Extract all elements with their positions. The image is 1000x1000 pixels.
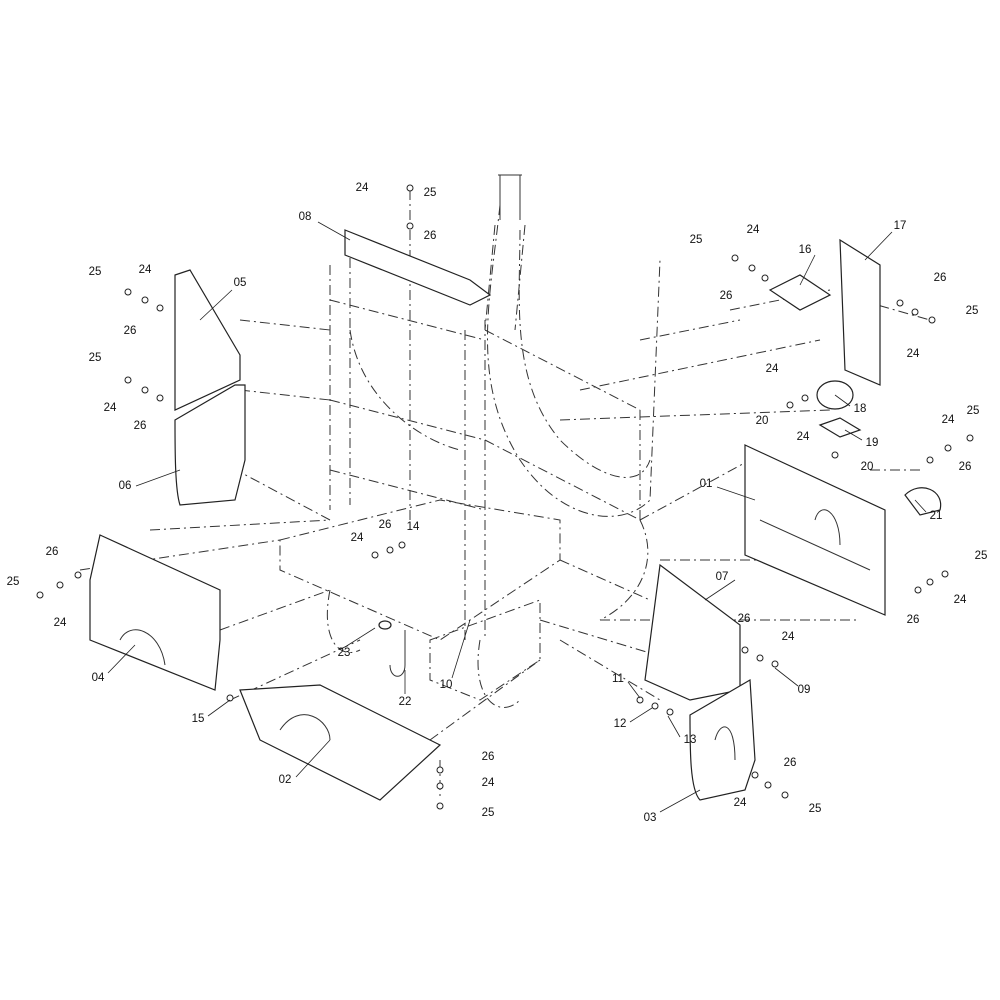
callout-26: 26 (46, 546, 59, 558)
callout-24: 24 (139, 264, 152, 276)
part-04-shield (89, 534, 221, 691)
callout-15: 15 (192, 713, 205, 725)
fasteners (36, 184, 974, 810)
part-02-tray (239, 684, 442, 801)
callout-25: 25 (966, 305, 979, 317)
callout-26: 26 (959, 461, 972, 473)
callout-26: 26 (720, 290, 733, 302)
callout-04: 04 (92, 672, 105, 684)
callout-26: 26 (124, 325, 137, 337)
callout-21: 21 (930, 510, 943, 522)
callout-13: 13 (684, 734, 697, 746)
part-01-guard (744, 444, 886, 616)
callout-05: 05 (234, 277, 247, 289)
callout-25: 25 (424, 187, 437, 199)
leader-lines (107, 221, 927, 813)
part-22-hook (389, 630, 406, 677)
callout-17: 17 (894, 220, 907, 232)
callout-07: 07 (716, 571, 729, 583)
callout-26: 26 (784, 757, 797, 769)
callout-24: 24 (54, 617, 67, 629)
callout-24: 24 (482, 777, 495, 789)
callout-18: 18 (854, 403, 867, 415)
callout-20: 20 (756, 415, 769, 427)
callout-26: 26 (738, 613, 751, 625)
callout-10: 10 (440, 679, 453, 691)
callout-24: 24 (942, 414, 955, 426)
callout-24: 24 (356, 182, 369, 194)
callout-08: 08 (299, 211, 312, 223)
callout-11: 11 (612, 673, 624, 685)
callout-26: 26 (134, 420, 147, 432)
part-17-plate (839, 238, 881, 386)
callout-labels: 24 25 26 08 25 24 05 26 25 24 26 06 16 1… (7, 182, 988, 824)
callout-26: 26 (379, 519, 392, 531)
callout-26: 26 (424, 230, 437, 242)
callout-26: 26 (482, 751, 495, 763)
callout-25: 25 (690, 234, 703, 246)
part-07-bracket (644, 563, 741, 701)
callout-26: 26 (934, 272, 947, 284)
callout-24: 24 (782, 631, 795, 643)
part-21-cover (904, 487, 942, 516)
callout-14: 14 (407, 521, 420, 533)
part-19-plate (818, 417, 862, 438)
callout-24: 24 (747, 224, 760, 236)
assembly-lines (79, 190, 931, 800)
callout-03: 03 (644, 812, 657, 824)
callout-12: 12 (614, 718, 627, 730)
callout-25: 25 (967, 405, 980, 417)
callout-06: 06 (119, 480, 132, 492)
callout-09: 09 (798, 684, 811, 696)
callout-25: 25 (975, 550, 988, 562)
part-16-bracket (768, 274, 832, 311)
callout-22: 22 (399, 696, 412, 708)
part-08-cover (344, 229, 492, 306)
main-frame (279, 204, 661, 708)
callout-19: 19 (866, 437, 879, 449)
part-06-plate (174, 384, 246, 506)
callout-24: 24 (351, 532, 364, 544)
callout-24: 24 (734, 797, 747, 809)
callout-24: 24 (954, 594, 967, 606)
callout-24: 24 (907, 348, 920, 360)
callout-24: 24 (766, 363, 779, 375)
callout-16: 16 (799, 244, 812, 256)
callout-25: 25 (89, 352, 102, 364)
upright-tube (484, 174, 526, 331)
callout-20: 20 (861, 461, 874, 473)
callout-25: 25 (89, 266, 102, 278)
callout-02: 02 (279, 774, 292, 786)
part-23-pin (378, 620, 392, 630)
callout-25: 25 (809, 803, 822, 815)
callout-26: 26 (907, 614, 920, 626)
callout-24: 24 (797, 431, 810, 443)
part-05-plate (174, 269, 241, 411)
callout-25: 25 (482, 807, 495, 819)
part-03-plate (689, 678, 756, 801)
callout-24: 24 (104, 402, 117, 414)
callout-01: 01 (700, 478, 713, 490)
callout-25: 25 (7, 576, 20, 588)
callout-23: 23 (338, 647, 351, 659)
